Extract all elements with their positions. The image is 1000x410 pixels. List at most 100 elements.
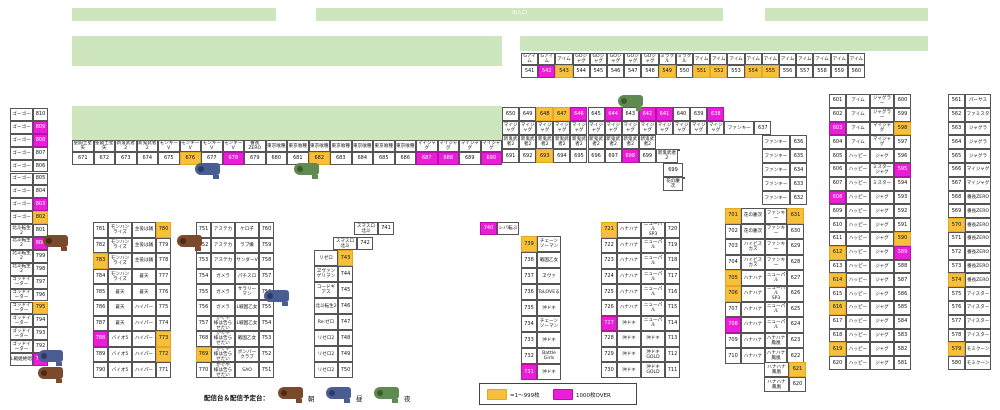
machine-name[interactable]: 主役は銭 <box>132 222 156 238</box>
machine-name[interactable]: チェーンソーマン <box>537 236 561 252</box>
machine-number[interactable]: 749 <box>338 346 353 362</box>
machine-name[interactable]: モンハン ライズ <box>108 222 132 238</box>
machine-name[interactable]: L戦国乙女 <box>235 300 259 316</box>
machine-name[interactable]: かぐや 様は告らせたい <box>211 362 235 378</box>
machine-name[interactable]: ミスター <box>870 176 894 191</box>
machine-name[interactable]: アイム <box>710 53 728 65</box>
machine-name[interactable]: マイジャグ <box>621 121 639 135</box>
machine-name[interactable]: ゴーゴー <box>10 159 33 173</box>
machine-name[interactable]: マイジャグ <box>587 121 605 135</box>
machine-name[interactable]: 番長ZERO <box>965 218 991 232</box>
machine-name[interactable]: ゴーゴー <box>10 172 33 186</box>
machine-name[interactable]: ファンキー <box>762 191 790 205</box>
machine-name[interactable]: マイジャグ <box>965 176 991 191</box>
machine-number[interactable]: 721 <box>601 222 617 238</box>
machine-number[interactable]: 640 <box>673 107 691 121</box>
machine-name[interactable]: 蒼天 <box>108 315 132 332</box>
machine-number[interactable]: 543 <box>555 65 573 78</box>
machine-number[interactable]: 682 <box>308 152 330 165</box>
machine-name[interactable]: ジャグ <box>870 301 894 315</box>
machine-number[interactable]: 639 <box>690 107 708 121</box>
machine-number[interactable]: 797 <box>33 275 48 289</box>
machine-name[interactable]: 東京喰種 <box>287 140 309 152</box>
machine-number[interactable]: 742 <box>357 237 373 250</box>
machine-name[interactable]: GOジャグ <box>641 53 659 65</box>
machine-number[interactable]: 802 <box>33 211 48 225</box>
machine-name[interactable]: マイジャグ <box>870 121 894 136</box>
machine-name[interactable]: モンキーV <box>201 140 223 152</box>
machine-number[interactable]: 773 <box>156 331 171 347</box>
machine-number[interactable]: 620 <box>789 377 806 392</box>
machine-number[interactable]: 713 <box>665 331 680 347</box>
machine-name[interactable]: マイジャグ <box>536 121 554 135</box>
machine-number[interactable]: 608 <box>829 190 846 205</box>
machine-name[interactable]: 番長ZERO <box>965 190 991 205</box>
machine-name[interactable]: 蒼天 <box>132 268 156 285</box>
machine-name[interactable]: ハッピー <box>846 163 870 177</box>
machine-name[interactable]: モンハン ライズ <box>108 237 132 254</box>
machine-name[interactable]: ファンキー <box>765 254 787 271</box>
machine-name[interactable]: アイスター <box>965 314 991 329</box>
machine-number[interactable]: 686 <box>394 152 416 165</box>
machine-name[interactable]: モンハン ライズ <box>108 253 132 269</box>
machine-name[interactable]: アイム <box>846 121 870 136</box>
machine-number[interactable]: 801 <box>33 224 48 237</box>
machine-name[interactable]: ゴーゴー <box>10 120 33 134</box>
machine-number[interactable]: 590 <box>894 232 911 246</box>
machine-name[interactable]: 新鬼武者2 <box>519 135 537 149</box>
machine-name[interactable]: コードギアス <box>314 282 338 298</box>
machine-name[interactable]: ヱヴァ <box>537 268 561 284</box>
machine-name[interactable]: ジャグ <box>870 190 894 205</box>
machine-number[interactable]: 596 <box>894 149 911 163</box>
machine-number[interactable]: 781 <box>93 222 108 238</box>
machine-number[interactable]: 701 <box>725 208 741 224</box>
machine-name[interactable]: パーサス <box>965 94 991 108</box>
machine-number[interactable]: 804 <box>33 185 48 199</box>
machine-name[interactable]: ハナハナ <box>617 237 641 254</box>
machine-number[interactable]: 778 <box>156 253 171 269</box>
machine-name[interactable]: 花の慶次 <box>741 223 765 240</box>
machine-number[interactable]: 694 <box>553 149 571 163</box>
machine-name[interactable]: ジャグラー <box>870 94 894 108</box>
machine-number[interactable]: 593 <box>894 190 911 205</box>
machine-name[interactable]: 番長ZERO <box>965 204 991 219</box>
machine-number[interactable]: 751 <box>196 222 211 238</box>
machine-number[interactable]: 799 <box>33 249 48 263</box>
machine-number[interactable]: 567 <box>948 176 965 191</box>
machine-number[interactable]: 551 <box>693 65 711 78</box>
machine-number[interactable]: 601 <box>829 94 846 108</box>
machine-number[interactable]: 644 <box>604 107 622 121</box>
machine-number[interactable]: 675 <box>158 152 180 165</box>
machine-name[interactable]: アイム <box>813 53 831 65</box>
machine-number[interactable]: 750 <box>338 362 353 378</box>
machine-name[interactable]: Re:ゼロ <box>314 314 338 330</box>
machine-number[interactable]: 597 <box>894 135 911 150</box>
machine-number[interactable]: 691 <box>502 149 520 163</box>
machine-number[interactable]: 556 <box>779 65 797 78</box>
machine-number[interactable]: 714 <box>665 315 680 332</box>
machine-name[interactable]: アイム <box>744 53 762 65</box>
machine-number[interactable]: 617 <box>829 314 846 329</box>
machine-name[interactable]: GOジャグ <box>607 53 625 65</box>
machine-number[interactable]: 743 <box>338 250 353 266</box>
machine-name[interactable]: ハッピー <box>846 314 870 329</box>
machine-name[interactable]: Gアイム <box>538 53 556 65</box>
machine-name[interactable]: アイスター <box>965 328 991 343</box>
machine-number[interactable]: 634 <box>790 163 807 177</box>
machine-name[interactable]: モンキーV <box>179 140 201 152</box>
machine-name[interactable]: サンダーV <box>235 253 259 269</box>
machine-number[interactable]: 707 <box>725 301 741 318</box>
machine-name[interactable]: モミクーン <box>965 356 991 370</box>
machine-name[interactable]: マイジャグ <box>707 121 725 135</box>
machine-number[interactable]: 805 <box>33 172 48 186</box>
machine-number[interactable]: 693 <box>536 149 554 163</box>
machine-name[interactable]: 沖ドキ <box>617 346 641 363</box>
machine-number[interactable]: 614 <box>829 273 846 288</box>
machine-name[interactable]: ハイビスカス <box>741 254 765 271</box>
machine-name[interactable]: ラブ嬢 <box>235 237 259 254</box>
machine-name[interactable]: ジャグラ <box>965 149 991 163</box>
machine-number[interactable]: 751 <box>259 362 274 378</box>
machine-number[interactable]: 624 <box>787 317 804 333</box>
machine-number[interactable]: 783 <box>93 253 108 269</box>
machine-number[interactable]: 579 <box>948 342 965 357</box>
